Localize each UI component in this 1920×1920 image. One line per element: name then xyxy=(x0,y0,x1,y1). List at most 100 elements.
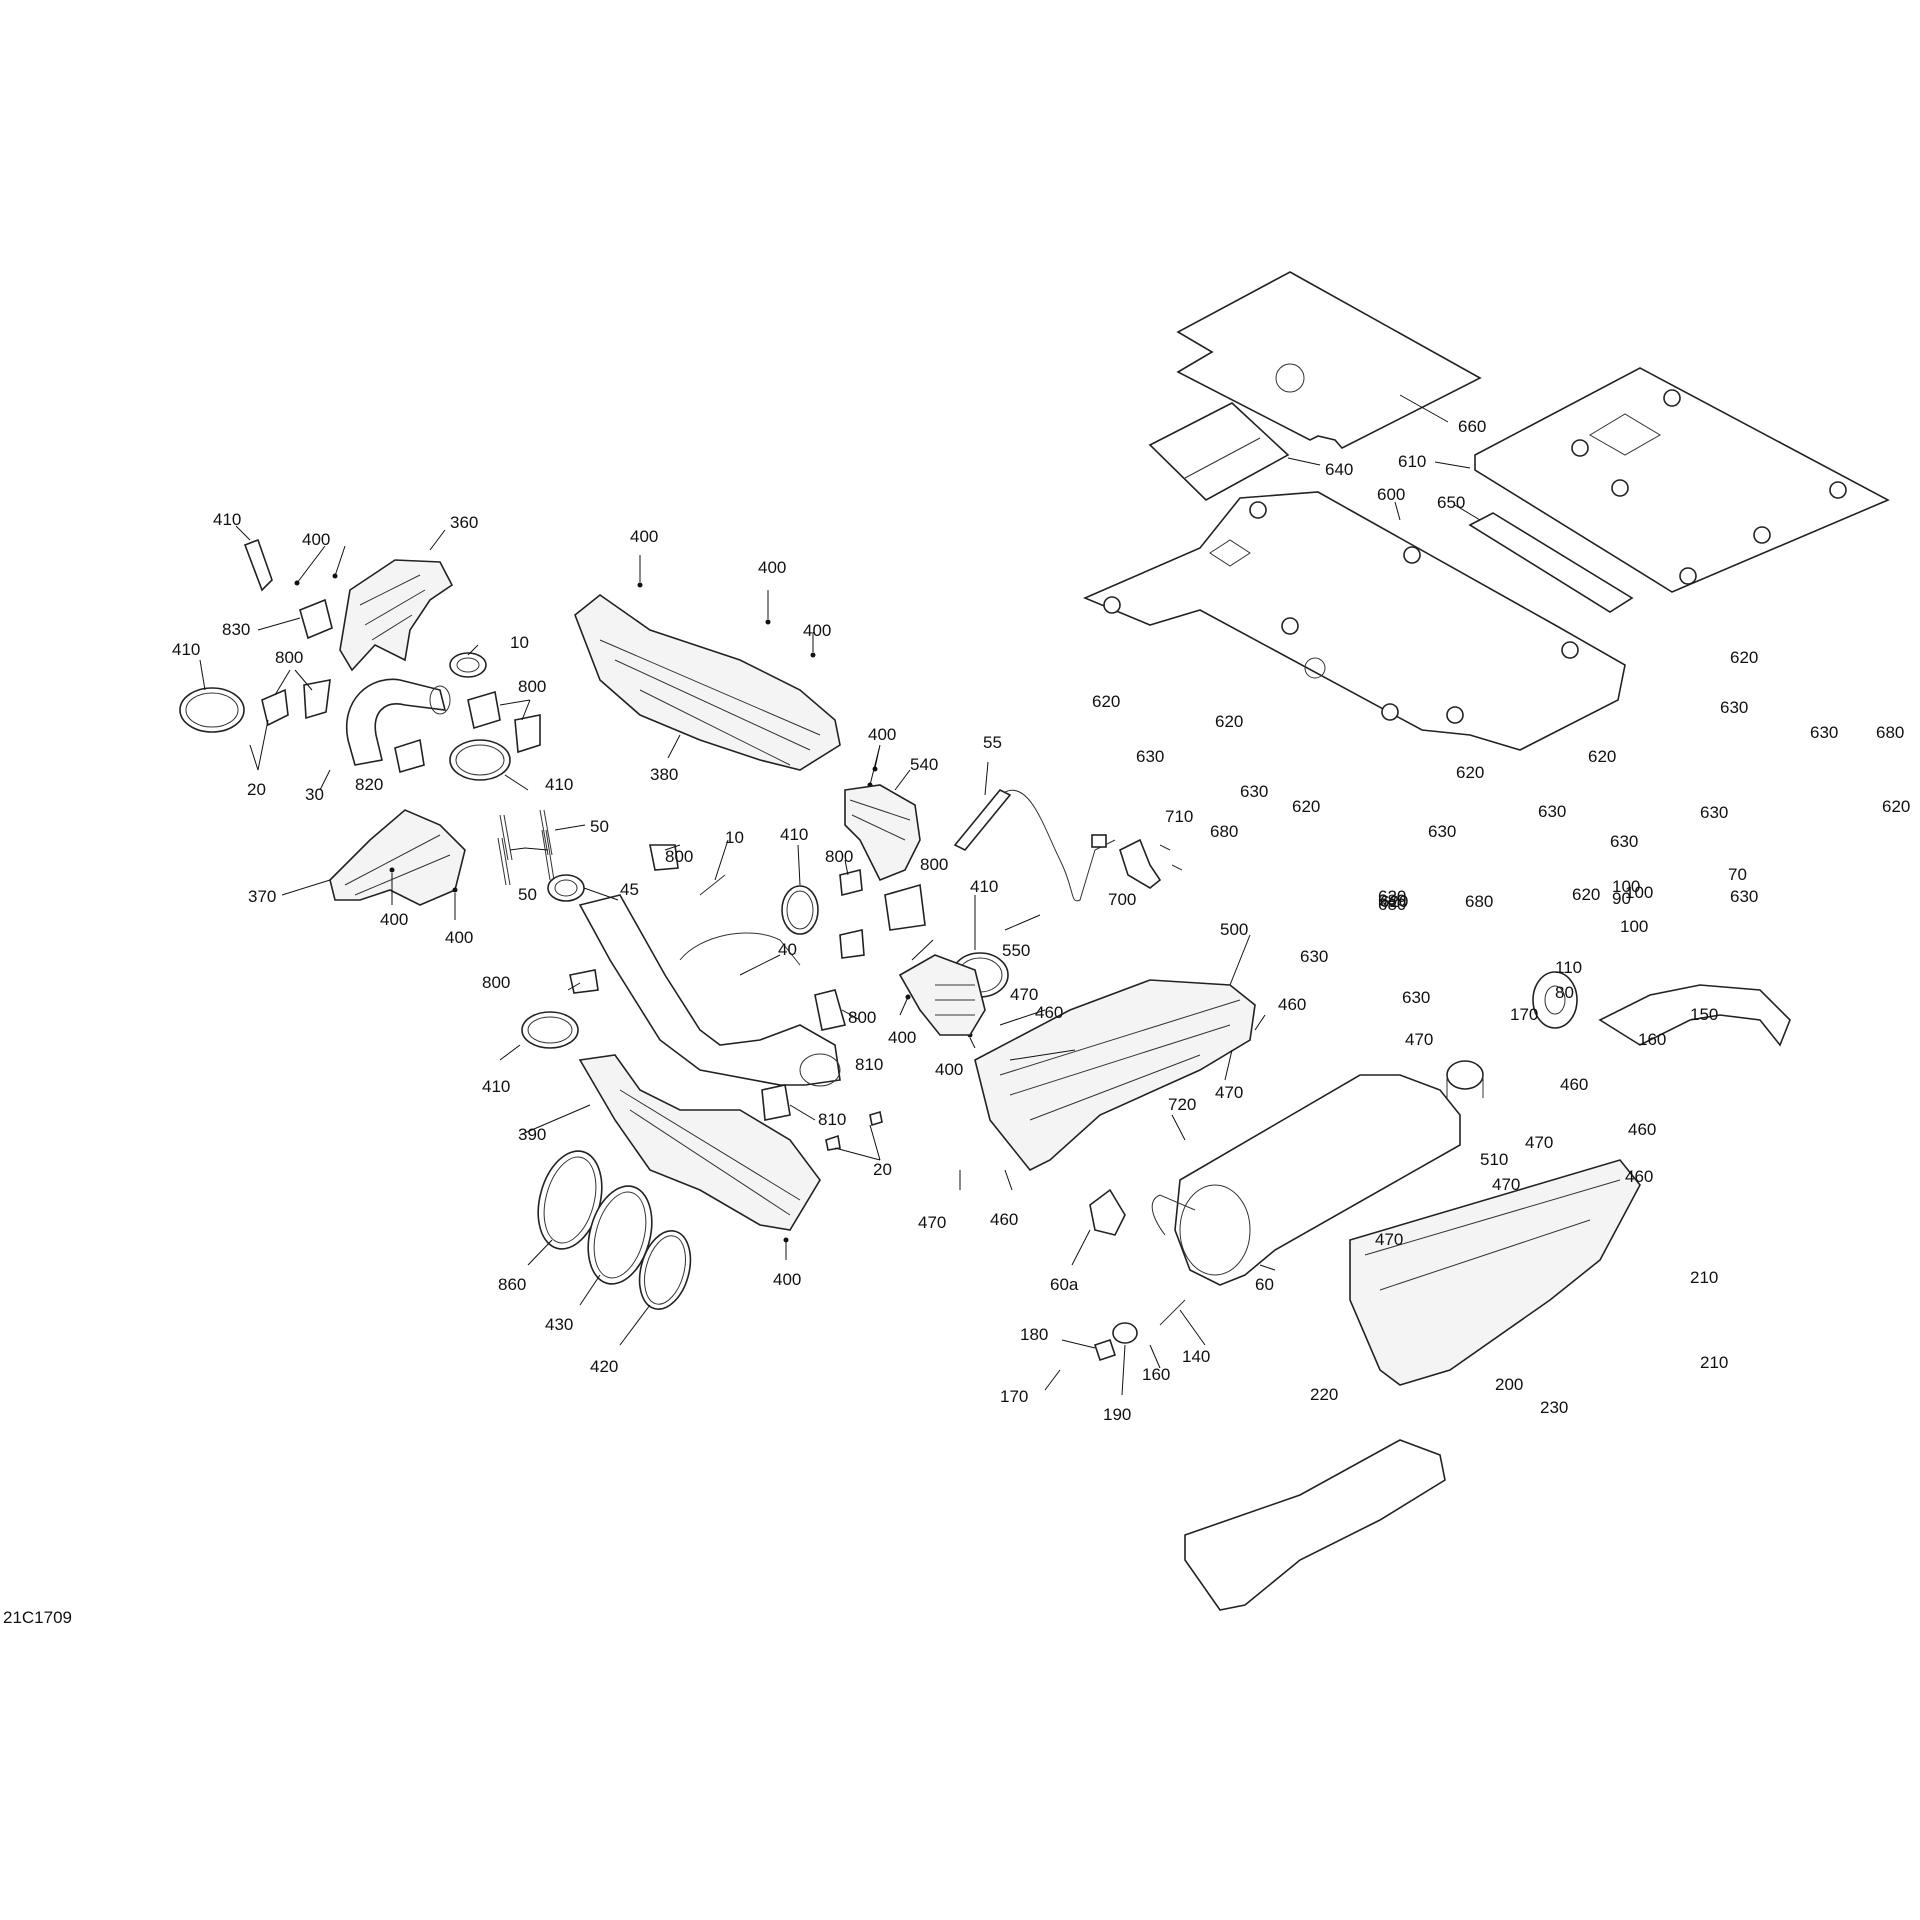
callout: 660 xyxy=(1458,417,1486,436)
callout: 20 xyxy=(873,1160,892,1179)
part-410-clamp-lower xyxy=(521,1011,579,1049)
callout: 630 xyxy=(1720,698,1748,717)
parts-layer xyxy=(179,271,1890,1611)
callout: 800 xyxy=(665,847,693,866)
callout: 90 xyxy=(1612,889,1631,908)
callout: 470 xyxy=(1492,1175,1520,1194)
part-650-strip xyxy=(1468,512,1634,613)
callout: 800 xyxy=(920,855,948,874)
callout: 60 xyxy=(1255,1275,1274,1294)
callout: 10 xyxy=(510,633,529,652)
callout: 800 xyxy=(825,847,853,866)
callout: 45 xyxy=(620,880,639,899)
part-360-heat-shield xyxy=(339,559,454,672)
callout: 100 xyxy=(1625,883,1653,902)
callout: 680 xyxy=(1378,895,1406,914)
callout: 210 xyxy=(1690,1268,1718,1287)
callout: 460 xyxy=(1560,1075,1588,1094)
callout: 470 xyxy=(1525,1133,1553,1152)
callout: 630 xyxy=(1730,887,1758,906)
callout: 550 xyxy=(1002,941,1030,960)
part-70-tailpipe xyxy=(1598,984,1791,1047)
callout: 620 xyxy=(1378,887,1406,906)
callout: 190 xyxy=(1103,1405,1131,1424)
callout: 160 xyxy=(1638,1030,1666,1049)
callout: 630 xyxy=(1136,747,1164,766)
part-830-bracket xyxy=(299,598,333,640)
callout: 630 xyxy=(1610,832,1638,851)
part-90-flange xyxy=(1532,971,1578,1029)
callout: 620 xyxy=(1292,797,1320,816)
part-600-skid-plate xyxy=(1082,491,1626,751)
callout: 170 xyxy=(1000,1387,1028,1406)
leader-lines xyxy=(199,394,1481,1396)
part-380-heat-shield xyxy=(574,594,841,771)
callout: 630 xyxy=(1402,988,1430,1007)
callout: 180 xyxy=(1020,1325,1048,1344)
callout: 100 xyxy=(1620,917,1648,936)
part-640-plate xyxy=(1148,402,1290,501)
callout: 470 xyxy=(1375,1230,1403,1249)
callout: 20 xyxy=(247,780,266,799)
callout: 400 xyxy=(773,1270,801,1289)
callout: 200 xyxy=(1495,1375,1523,1394)
callout: 470 xyxy=(1010,985,1038,1004)
callout: 510 xyxy=(1480,1150,1508,1169)
callout: 470 xyxy=(1215,1083,1243,1102)
callout: 620 xyxy=(1588,747,1616,766)
callout: 500 xyxy=(1220,920,1248,939)
callout: 540 xyxy=(910,755,938,774)
part-610-skid-plate xyxy=(1474,367,1890,593)
callout: 170 xyxy=(1510,1005,1538,1024)
callout: 400 xyxy=(445,928,473,947)
callout: 610 xyxy=(1398,452,1426,471)
part-50-spring-a xyxy=(499,814,513,861)
callout: 720 xyxy=(1168,1095,1196,1114)
callout: 430 xyxy=(545,1315,573,1334)
callout: 620 xyxy=(1380,892,1408,911)
callout: 400 xyxy=(302,530,330,549)
callout: 410 xyxy=(482,1077,510,1096)
part-180-spacer xyxy=(1093,1338,1117,1362)
callout: 80 xyxy=(1555,983,1574,1002)
part-410-clamp-top xyxy=(243,538,273,592)
part-800-clip-b xyxy=(303,679,331,720)
part-510-heat-shield xyxy=(1349,1159,1641,1386)
callout: 460 xyxy=(1625,1167,1653,1186)
skid-plate-grommets xyxy=(1103,389,1847,724)
part-800-clip-h xyxy=(649,844,679,871)
callout: 830 xyxy=(222,620,250,639)
callout: 230 xyxy=(1540,1398,1568,1417)
callout: 110 xyxy=(1555,958,1582,977)
callout: 50 xyxy=(518,885,537,904)
part-410-clamp-mid xyxy=(781,885,819,935)
part-540-heat-shield xyxy=(844,784,921,882)
part-800-clip-e xyxy=(839,868,863,897)
callout: 410 xyxy=(970,877,998,896)
callout: 620 xyxy=(1215,712,1243,731)
callout: 420 xyxy=(590,1357,618,1376)
callout: 360 xyxy=(450,513,478,532)
part-800-clip-g xyxy=(884,883,926,931)
callout: 820 xyxy=(355,775,383,794)
callout: 160 xyxy=(1142,1365,1170,1384)
callout: 800 xyxy=(482,973,510,992)
callout: 470 xyxy=(918,1213,946,1232)
callout: 620 xyxy=(1882,797,1910,816)
part-80-tube xyxy=(1446,1060,1484,1090)
part-800-clip-i xyxy=(569,969,599,994)
callout: 680 xyxy=(1378,891,1406,910)
part-800-clip-a xyxy=(261,688,289,727)
callout: 620 xyxy=(1456,763,1484,782)
part-20-clip xyxy=(825,1134,841,1151)
part-50-spring-d xyxy=(497,837,511,886)
callout: 630 xyxy=(1300,947,1328,966)
part-10-gasket-small xyxy=(699,874,726,896)
part-50-spring-b xyxy=(539,809,553,856)
callout: 710 xyxy=(1165,807,1193,826)
drawing-code: 21C1709 xyxy=(3,1608,72,1627)
callout: 210 xyxy=(1700,1353,1728,1372)
callout: 810 xyxy=(855,1055,883,1074)
callout: 390 xyxy=(518,1125,546,1144)
